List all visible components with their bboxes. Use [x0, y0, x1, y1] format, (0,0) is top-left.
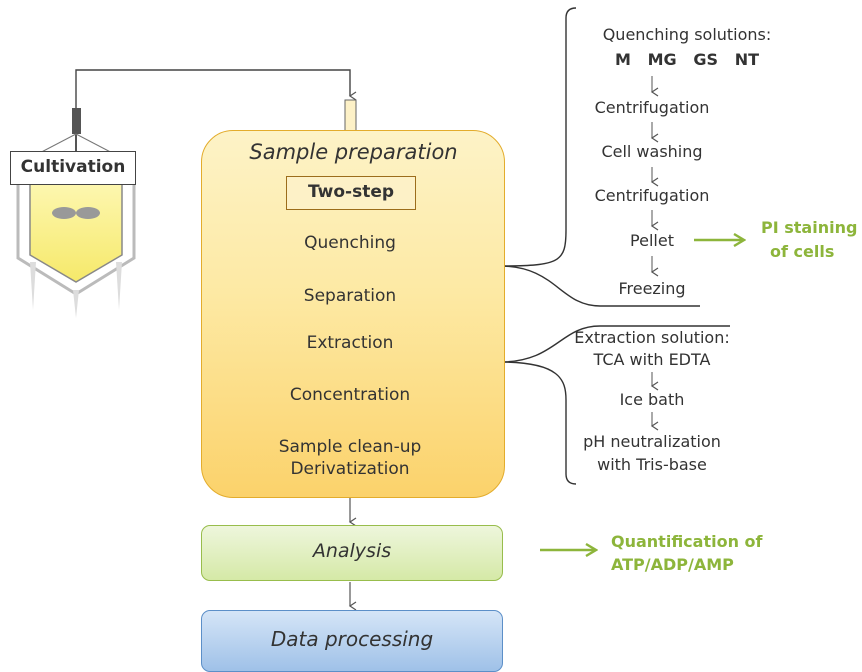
step-quenching: Quenching [304, 233, 396, 253]
quantification-label-2: ATP/ADP/AMP [611, 555, 734, 574]
step-centrifugation-2: Centrifugation [594, 186, 710, 205]
step-separation: Separation [303, 286, 397, 306]
data-processing-title: Data processing [270, 627, 434, 651]
extraction-solution-header: Extraction solution: [574, 328, 730, 347]
quenching-solutions-list: M MG GS NT [614, 50, 760, 69]
step-derivatization: Derivatization [290, 459, 410, 479]
bioreactor-icon [16, 108, 136, 318]
quenching-solutions-header: Quenching solutions: [602, 25, 772, 44]
data-processing-box: Data processing [201, 610, 503, 672]
sample-preparation-title: Sample preparation [249, 140, 458, 164]
step-cell-washing: Cell washing [601, 142, 703, 161]
step-extraction: Extraction [306, 333, 394, 353]
analysis-title: Analysis [312, 540, 392, 562]
transfer-line [75, 69, 357, 110]
two-step-label: Two-step [307, 182, 395, 202]
step-sample-cleanup: Sample clean-up [278, 437, 422, 457]
step-pellet: Pellet [630, 231, 674, 250]
extraction-solution-name: TCA with EDTA [593, 350, 711, 369]
pi-staining-label-2: of cells [770, 242, 835, 261]
step-concentration: Concentration [289, 385, 411, 405]
step-centrifugation-1: Centrifugation [594, 98, 710, 117]
two-step-box: Two-step [286, 176, 416, 210]
step-freezing: Freezing [618, 279, 686, 298]
pi-staining-label: PI staining [761, 218, 858, 237]
step-ice-bath: Ice bath [619, 390, 685, 409]
analysis-box: Analysis [201, 525, 503, 581]
cultivation-box: Cultivation [10, 151, 136, 185]
quantification-label: Quantification of [611, 532, 763, 551]
step-ph-neutralization: pH neutralization [583, 432, 721, 451]
step-tris-base: with Tris-base [597, 455, 707, 474]
cultivation-label: Cultivation [20, 157, 126, 177]
